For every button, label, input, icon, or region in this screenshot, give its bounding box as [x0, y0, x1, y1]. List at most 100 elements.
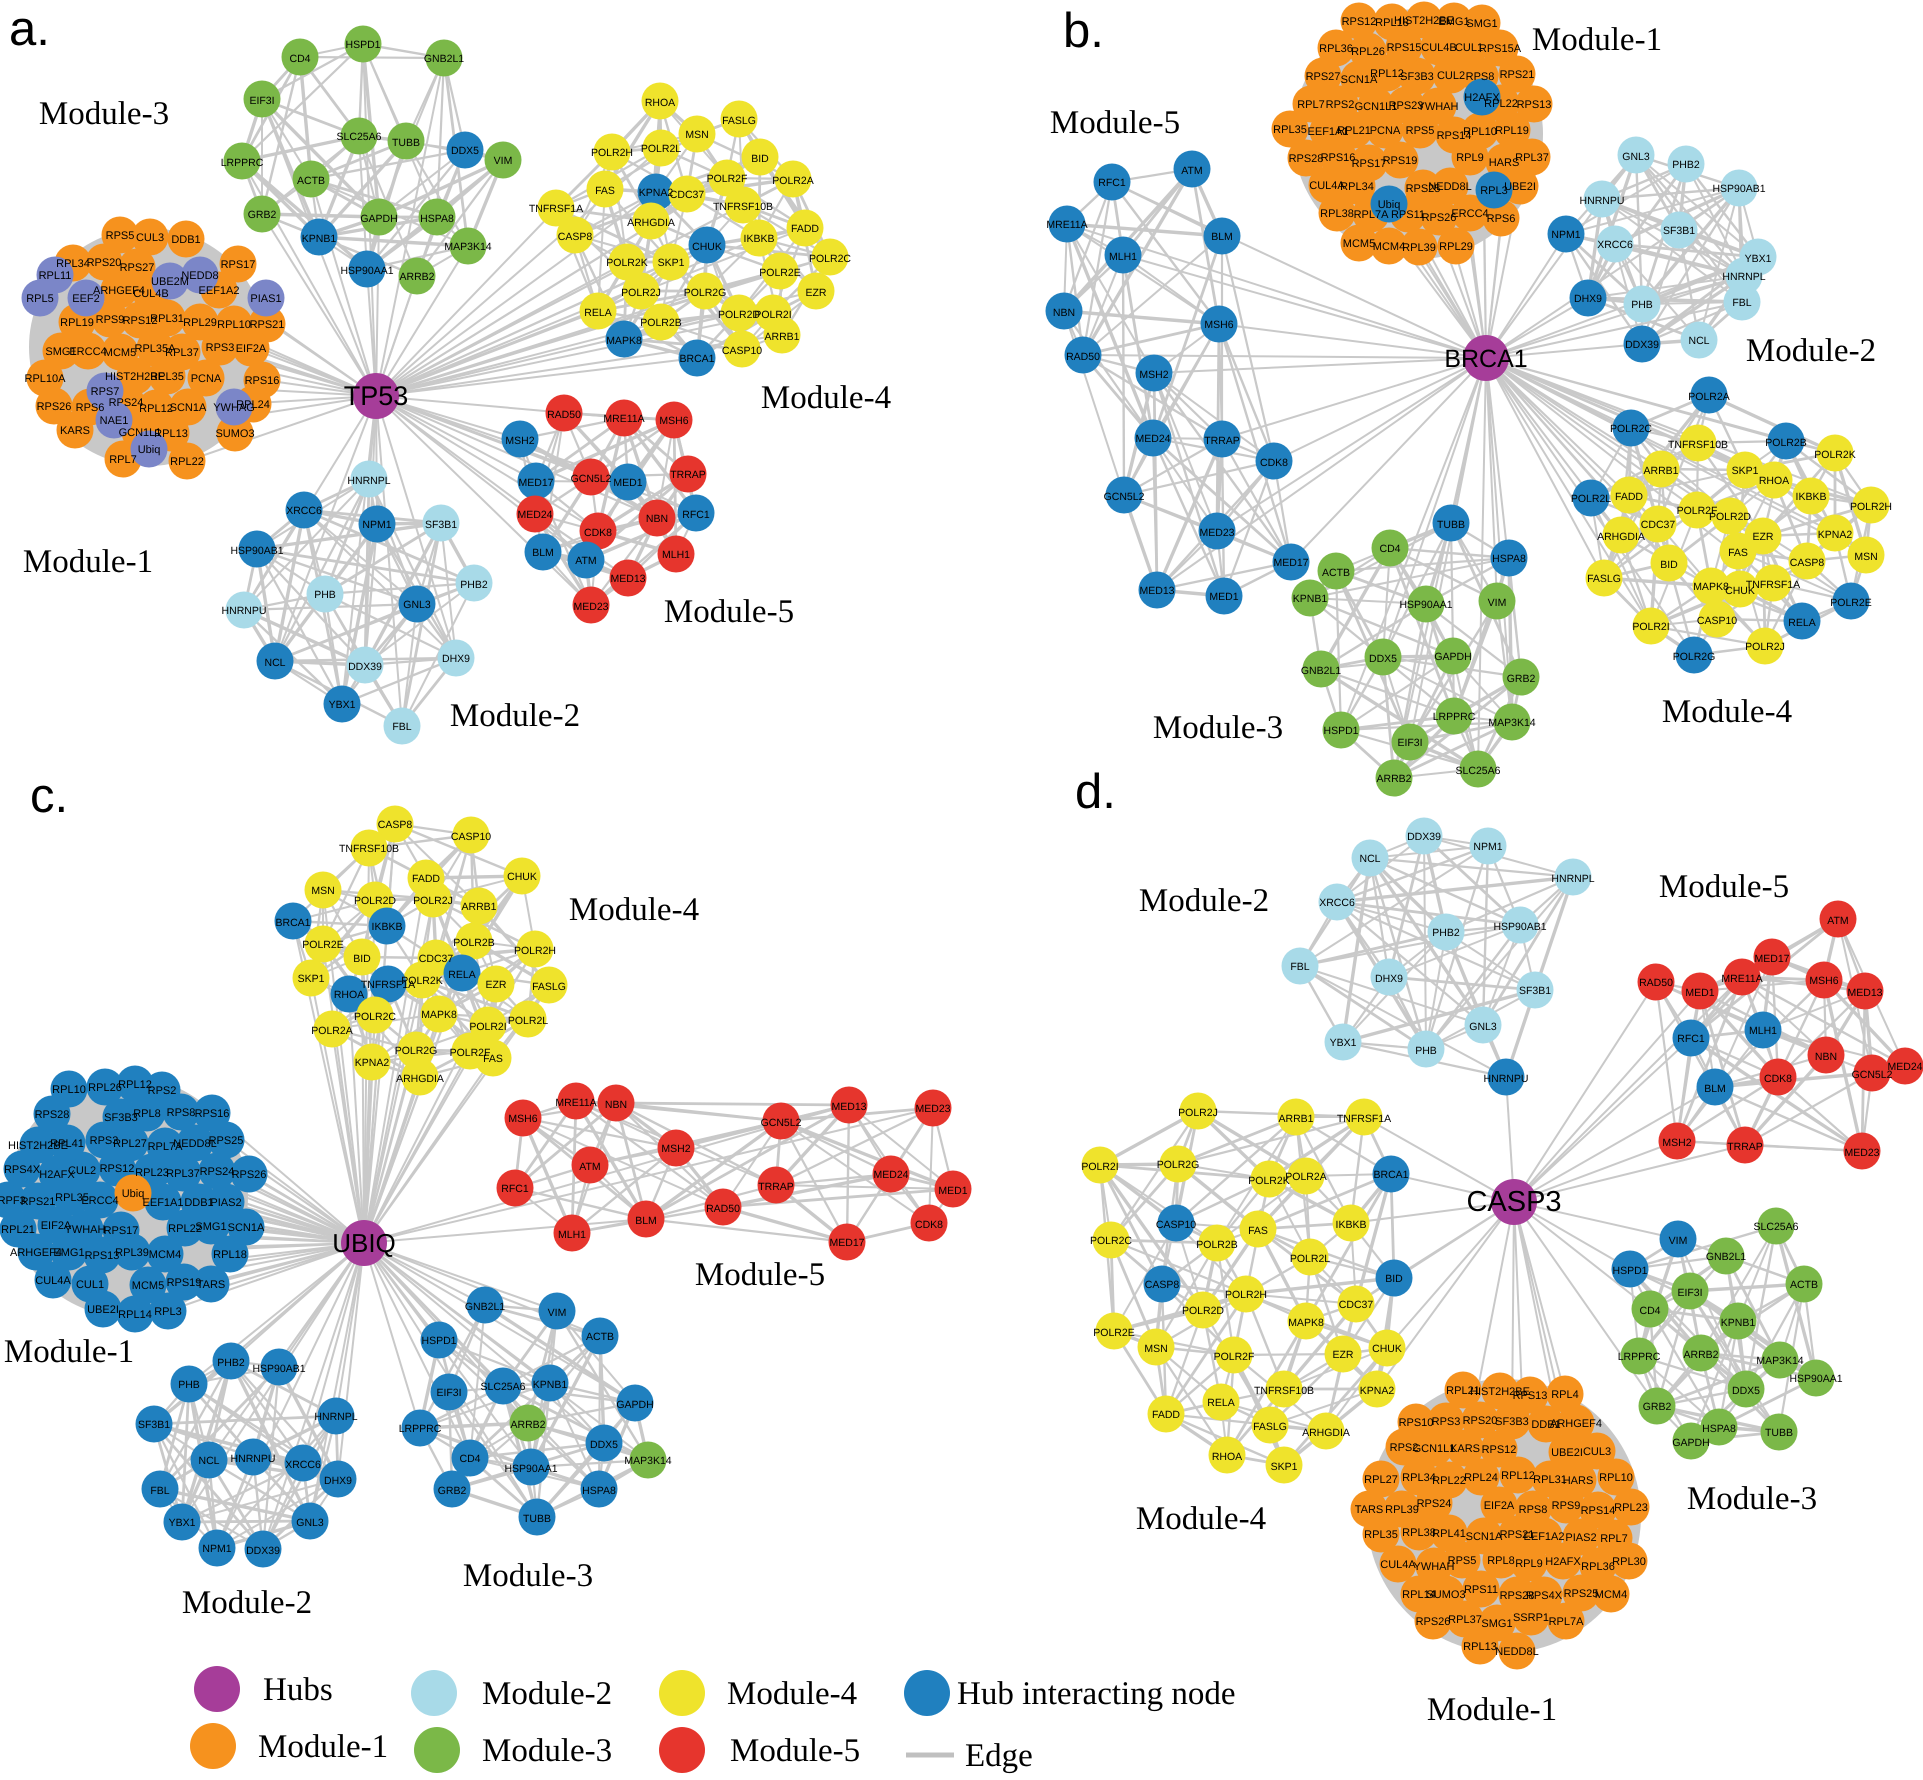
svg-text:RPS7: RPS7: [91, 386, 120, 398]
svg-text:CUL3: CUL3: [136, 232, 164, 244]
svg-text:DDX39: DDX39: [1407, 831, 1441, 843]
svg-text:RELA: RELA: [1788, 617, 1815, 629]
svg-text:RPS9: RPS9: [1552, 1500, 1581, 1512]
svg-text:SMG1: SMG1: [195, 1221, 226, 1233]
svg-text:VIM: VIM: [494, 155, 513, 167]
svg-text:RPS14: RPS14: [1581, 1505, 1616, 1517]
svg-text:EEF1A2: EEF1A2: [199, 285, 240, 297]
svg-text:POLR2B: POLR2B: [1196, 1239, 1237, 1251]
svg-text:HSP90AA1: HSP90AA1: [1399, 599, 1452, 611]
svg-text:RPL10: RPL10: [1463, 126, 1497, 138]
svg-text:RPS25: RPS25: [209, 1135, 244, 1147]
svg-text:MED23: MED23: [1199, 527, 1234, 539]
svg-text:HSPA8: HSPA8: [1702, 1423, 1736, 1435]
svg-text:Module-3: Module-3: [482, 1733, 612, 1769]
svg-text:CUL4A: CUL4A: [1309, 180, 1345, 192]
svg-text:DDX5: DDX5: [451, 145, 479, 157]
svg-text:BID: BID: [751, 153, 769, 165]
svg-text:FAS: FAS: [595, 185, 615, 197]
svg-text:RPL19: RPL19: [60, 317, 94, 329]
svg-text:Module-3: Module-3: [1687, 1481, 1817, 1517]
svg-text:RPL13: RPL13: [1463, 1641, 1497, 1653]
svg-text:MED24: MED24: [517, 509, 552, 521]
svg-text:GNL3: GNL3: [403, 599, 431, 611]
svg-text:POLR2J: POLR2J: [1745, 641, 1785, 653]
svg-text:POLR2I: POLR2I: [469, 1021, 506, 1033]
svg-text:MED13: MED13: [1139, 585, 1174, 597]
svg-text:EZR: EZR: [1753, 531, 1774, 543]
svg-text:RAD50: RAD50: [1639, 977, 1673, 989]
svg-text:RPL31: RPL31: [150, 313, 184, 325]
svg-text:RPL26: RPL26: [1351, 46, 1385, 58]
svg-text:GNL3: GNL3: [296, 1517, 324, 1529]
svg-text:POLR2L: POLR2L: [1571, 493, 1611, 505]
svg-text:TRRAP: TRRAP: [1727, 1141, 1763, 1153]
svg-text:RPL39: RPL39: [115, 1247, 149, 1259]
svg-text:MSH2: MSH2: [661, 1143, 690, 1155]
svg-text:DDX39: DDX39: [246, 1545, 280, 1557]
svg-text:BLM: BLM: [1704, 1083, 1726, 1095]
svg-text:EEF2: EEF2: [72, 293, 100, 305]
svg-text:LRPPRC: LRPPRC: [1618, 1351, 1661, 1363]
svg-text:LRPPRC: LRPPRC: [1433, 711, 1476, 723]
svg-text:RPL12: RPL12: [1501, 1470, 1535, 1482]
svg-text:YWHAH: YWHAH: [65, 1224, 106, 1236]
svg-text:POLR2B: POLR2B: [453, 937, 494, 949]
svg-text:RPL23: RPL23: [1614, 1502, 1648, 1514]
svg-text:MSN: MSN: [1144, 1343, 1167, 1355]
svg-text:CUL4A: CUL4A: [1380, 1559, 1416, 1571]
svg-text:RFC1: RFC1: [1677, 1033, 1705, 1045]
svg-text:HSP90AB1: HSP90AB1: [1493, 921, 1546, 933]
svg-text:H2AFX: H2AFX: [1545, 1556, 1581, 1568]
svg-text:MLH1: MLH1: [1749, 1025, 1777, 1037]
svg-text:TNFRSF1A: TNFRSF1A: [361, 979, 415, 991]
svg-text:NCL: NCL: [264, 657, 285, 669]
svg-text:FASLG: FASLG: [532, 981, 566, 993]
svg-text:GNL3: GNL3: [1622, 151, 1650, 163]
svg-text:GCN1L1: GCN1L1: [1355, 101, 1398, 113]
svg-text:CASP8: CASP8: [1145, 1279, 1180, 1291]
svg-text:RPL39: RPL39: [1385, 1504, 1419, 1516]
svg-text:DDX39: DDX39: [348, 661, 382, 673]
svg-text:RPS3: RPS3: [206, 342, 235, 354]
svg-text:ACTB: ACTB: [297, 175, 325, 187]
svg-text:SF3B3: SF3B3: [1495, 1416, 1529, 1428]
svg-text:Module-4: Module-4: [761, 380, 891, 416]
svg-text:Module-1: Module-1: [4, 1334, 134, 1370]
svg-text:NEDD8L: NEDD8L: [1428, 181, 1471, 193]
svg-text:EZR: EZR: [486, 979, 507, 991]
svg-text:DHX9: DHX9: [1375, 973, 1403, 985]
svg-text:ATM: ATM: [579, 1161, 600, 1173]
svg-text:TNFRSF10B: TNFRSF10B: [713, 201, 773, 213]
svg-text:PHB: PHB: [314, 589, 336, 601]
svg-text:CUL4B: CUL4B: [1421, 42, 1456, 54]
svg-text:Module-5: Module-5: [664, 594, 794, 630]
svg-text:TNFRSF10B: TNFRSF10B: [1254, 1385, 1314, 1397]
svg-text:YBX1: YBX1: [1745, 253, 1772, 265]
svg-text:CASP10: CASP10: [1156, 1219, 1196, 1231]
svg-text:CASP10: CASP10: [722, 345, 762, 357]
svg-text:DDX5: DDX5: [590, 1439, 618, 1451]
svg-text:NPM1: NPM1: [362, 519, 391, 531]
svg-text:SF3B1: SF3B1: [138, 1419, 170, 1431]
svg-text:RPL35: RPL35: [1273, 124, 1307, 136]
svg-text:POLR2F: POLR2F: [707, 173, 748, 185]
svg-text:SLC25A6: SLC25A6: [481, 1381, 526, 1393]
svg-text:IKBKB: IKBKB: [1336, 1219, 1367, 1231]
svg-text:TNFRSF1A: TNFRSF1A: [1337, 1113, 1391, 1125]
svg-text:CD4: CD4: [1639, 1305, 1660, 1317]
svg-text:CDK8: CDK8: [1764, 1073, 1792, 1085]
svg-text:BRCA1: BRCA1: [1444, 345, 1527, 373]
svg-text:RPS24: RPS24: [200, 1166, 235, 1178]
svg-text:CDC37: CDC37: [670, 189, 705, 201]
svg-text:HSP90AA1: HSP90AA1: [504, 1463, 557, 1475]
svg-text:RAD50: RAD50: [1066, 351, 1100, 363]
svg-text:RPS8: RPS8: [1466, 71, 1495, 83]
svg-text:ERCC4: ERCC4: [81, 1195, 118, 1207]
svg-text:GAPDH: GAPDH: [1434, 651, 1471, 663]
svg-text:RHOA: RHOA: [1759, 475, 1789, 487]
svg-text:Module-2: Module-2: [182, 1585, 312, 1621]
svg-text:POLR2D: POLR2D: [1709, 511, 1751, 523]
svg-text:POLR2L: POLR2L: [641, 143, 681, 155]
svg-text:CASP8: CASP8: [378, 819, 413, 831]
